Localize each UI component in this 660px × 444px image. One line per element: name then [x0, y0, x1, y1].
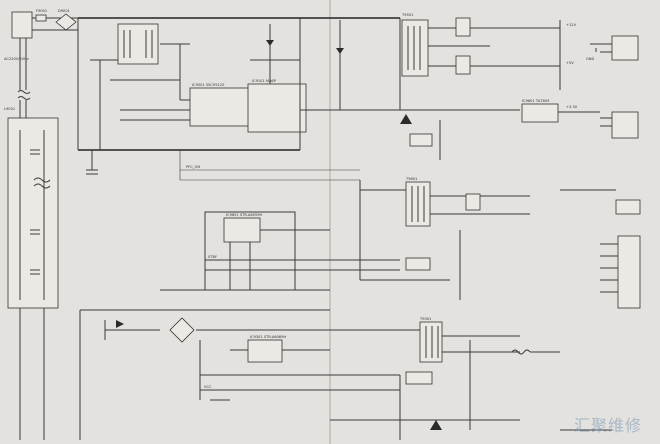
label-out-a: +12V — [566, 23, 577, 27]
common-mode-choke — [33, 177, 51, 189]
label-net-b: STBY — [208, 255, 218, 259]
label-t-low: T9301 — [419, 317, 431, 321]
choke-l9001 — [17, 90, 31, 100]
label-bridge: D9001 — [58, 9, 70, 13]
connector-cn9503 — [615, 199, 641, 215]
transformer-t9301 — [419, 321, 443, 363]
ic9601-regulator — [521, 103, 559, 123]
label-ic-pfc: IC9101 MA6P — [252, 79, 277, 83]
pfc-section — [77, 17, 360, 181]
output-connectors — [560, 35, 641, 431]
warning-symbol-a — [116, 320, 124, 328]
connector-cn9504 — [617, 235, 641, 309]
output-choke — [511, 349, 531, 355]
rectifier-d9501 — [455, 17, 471, 37]
warning-symbol-c — [430, 420, 442, 430]
emi-filter-block — [7, 117, 59, 309]
label-ic-sub: IC9651 STR-A6059H — [226, 213, 263, 217]
optocoupler-b — [405, 257, 431, 271]
sub-converter-section — [79, 211, 400, 440]
pfc-choke-t9101 — [117, 23, 159, 65]
connector-cn9502 — [611, 111, 639, 139]
optocoupler-a — [409, 133, 433, 147]
connector-cn9501 — [611, 35, 639, 61]
ac-connector — [11, 11, 33, 39]
secondary-section — [300, 17, 600, 440]
ic9101-pfc-controller — [247, 83, 307, 133]
label-gnd: GND — [586, 57, 594, 61]
label-ac-b: L9001 — [4, 107, 15, 111]
label-out-b: +5V — [566, 61, 574, 65]
label-t-main: T9501 — [401, 13, 413, 17]
label-net-a: PFC_ON — [186, 165, 200, 169]
bridge-rectifier-b — [169, 317, 195, 343]
label-out-c: +3.3V — [566, 105, 578, 109]
ic9651-sub-controller — [223, 217, 261, 243]
label-ic-stby: IC9301 STR-A6069H — [250, 335, 287, 339]
fuse-symbol — [35, 14, 47, 22]
rectifier-d9601 — [465, 193, 481, 211]
label-net-c: VCC — [204, 385, 212, 389]
snubber-diode — [336, 48, 344, 54]
watermark-logo: 汇聚维修 — [573, 416, 642, 435]
bridge-rectifier-a — [55, 13, 77, 31]
label-ac-a: AC220V/50Hz — [4, 57, 29, 61]
label-t-mid: T9601 — [405, 177, 417, 181]
pfc-diode — [266, 40, 274, 46]
label-ic-main: IC9501 SSC9512S — [192, 83, 225, 87]
ac-input-section — [7, 11, 78, 440]
optocoupler-c — [405, 371, 433, 385]
label-ic-reg: IC9601 TA7809 — [522, 99, 550, 103]
ic9301-stby-controller — [247, 339, 283, 363]
ic9501-controller — [189, 87, 251, 127]
designator-labels: IC9501 SSC9512S IC9101 MA6P IC9651 STR-A… — [4, 9, 594, 389]
label-fuse: F9001 — [36, 9, 47, 13]
transformer-t9501 — [401, 19, 429, 77]
warning-symbol-b — [400, 114, 412, 124]
rectifier-d9502 — [455, 55, 471, 75]
